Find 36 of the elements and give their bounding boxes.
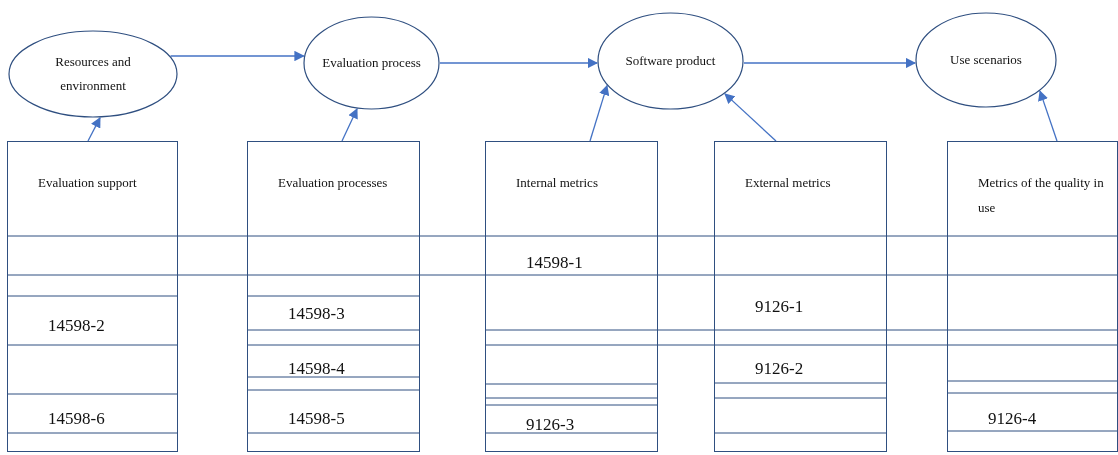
column-title: External metrics <box>745 174 832 192</box>
arrow <box>87 116 101 142</box>
arrow <box>1038 90 1058 142</box>
standard-number: 14598-2 <box>48 316 105 336</box>
column-title: Metrics of the quality in use <box>978 174 1105 217</box>
ellipse-label: Use scenarios <box>949 51 1023 69</box>
standard-number: 9126-2 <box>755 359 804 379</box>
column-box <box>7 141 178 452</box>
standard-number: 14598-1 <box>526 253 583 273</box>
standard-number: 14598-4 <box>288 359 345 379</box>
ellipse-label: Evaluation process <box>321 54 422 72</box>
ellipse-node <box>915 12 1057 108</box>
arrow <box>743 57 917 69</box>
arrow <box>169 50 305 62</box>
ellipse-node <box>303 16 440 110</box>
arrow <box>724 93 777 142</box>
ellipse-label: Resources and environment <box>54 53 132 95</box>
standard-number: 9126-4 <box>988 409 1037 429</box>
column-title: Evaluation processes <box>278 174 389 192</box>
column-box <box>247 141 420 452</box>
ellipse-node <box>597 12 744 110</box>
column-box <box>947 141 1118 452</box>
ellipse-label: Software product <box>624 52 717 70</box>
ellipse-node <box>8 30 178 118</box>
standard-number: 14598-5 <box>288 409 345 429</box>
column-title: Internal metrics <box>516 174 599 192</box>
standard-number: 9126-3 <box>526 415 575 435</box>
standard-number: 9126-1 <box>755 297 804 317</box>
column-box <box>714 141 887 452</box>
arrow <box>589 84 610 142</box>
standard-number: 14598-6 <box>48 409 105 429</box>
arrow <box>341 108 358 142</box>
standard-number: 14598-3 <box>288 304 345 324</box>
column-title: Evaluation support <box>38 174 138 192</box>
column-box <box>485 141 658 452</box>
arrow <box>439 57 599 69</box>
